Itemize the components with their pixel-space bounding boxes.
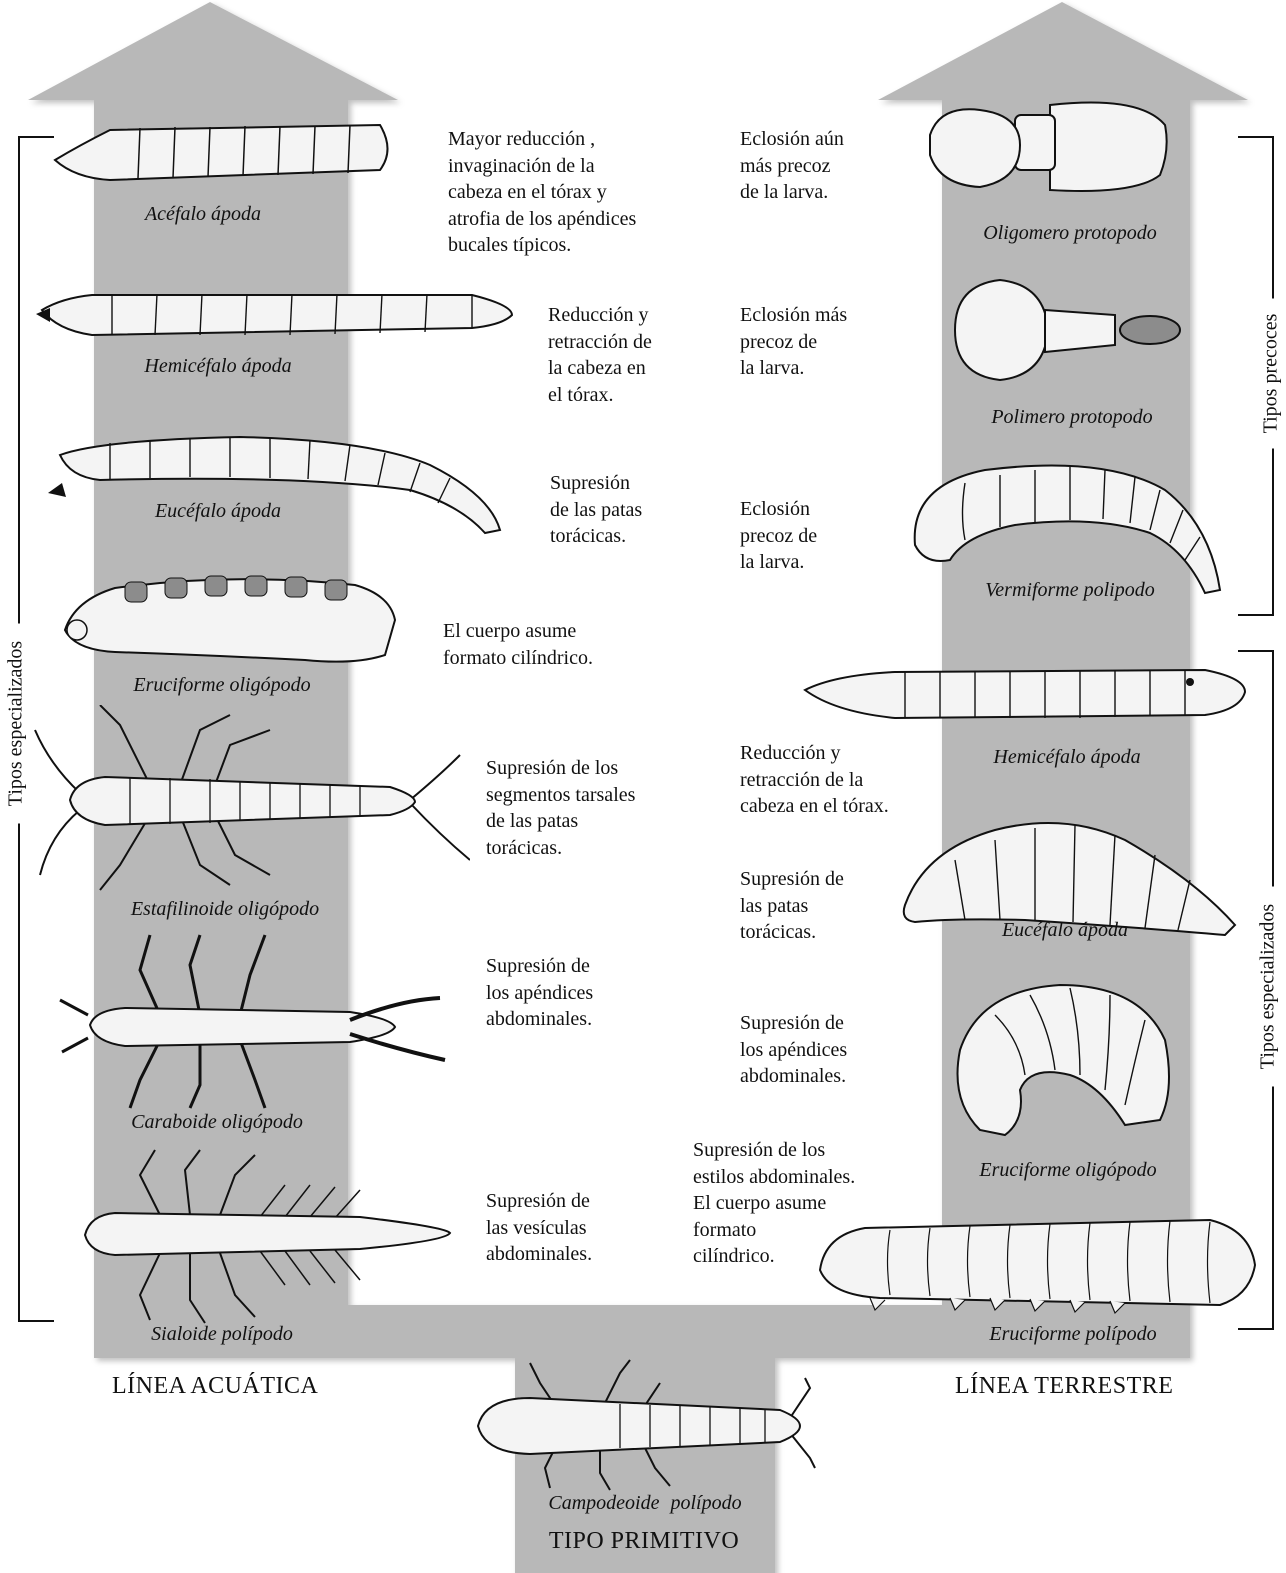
caraboide-oligopodo-larva-drawing (50, 930, 450, 1110)
terrestrial-line-label: LÍNEA TERRESTRE (955, 1373, 1173, 1400)
oligomero-protopodo-larva-drawing (920, 95, 1180, 205)
eruciforme-oligopodo-terrestrial-larva-drawing (950, 980, 1180, 1145)
larva-name-eucefalo-apoda-aquatic: Eucéfalo ápoda (128, 500, 308, 523)
campodeoide-polipodo-larva-drawing (470, 1358, 830, 1493)
sialoide-polipodo-larva-drawing (70, 1145, 460, 1325)
hemicefalo-apoda-aquatic-larva-drawing (32, 280, 522, 350)
estafilinoide-oligopodo-larva-drawing (30, 705, 470, 895)
aquatic-line-label: LÍNEA ACUÁTICA (112, 1373, 318, 1400)
larva-name-sialoide-polipodo: Sialoide polípodo (122, 1323, 322, 1346)
left-bracket-label: Tipos especializados (5, 624, 28, 824)
eruciforme-polipodo-larva-drawing (810, 1210, 1265, 1320)
larva-name-hemicefalo-apoda-terrestrial: Hemicéfalo ápoda (972, 746, 1162, 769)
larva-name-eruciforme-oligopodo-terrestrial: Eruciforme oligópodo (958, 1159, 1178, 1182)
larva-name-estafilinoide-oligopodo: Estafilinoide oligópodo (110, 898, 340, 921)
larva-name-polimero-protopodo: Polimero protopodo (972, 406, 1172, 429)
hemicefalo-apoda-terrestrial-larva-drawing (795, 660, 1255, 730)
larva-name-eruciforme-oligopodo-aquatic: Eruciforme oligópodo (112, 674, 332, 697)
larva-name-acefalo-apoda: Acéfalo ápoda (128, 203, 278, 226)
right-bracket-especializados-label: Tipos especializados (1257, 887, 1280, 1087)
polimero-protopodo-larva-drawing (940, 270, 1190, 390)
larva-name-eruciforme-polipodo: Eruciforme polípodo (968, 1323, 1178, 1346)
primitive-type-label: TIPO PRIMITIVO (544, 1528, 744, 1555)
larva-name-eucefalo-apoda-terrestrial: Eucéfalo ápoda (975, 919, 1155, 942)
larva-name-oligomero-protopodo: Oligomero protopodo (965, 222, 1175, 245)
larva-name-hemicefalo-apoda-aquatic: Hemicéfalo ápoda (118, 355, 318, 378)
right-bracket-precoces-label: Tipos precoces (1260, 299, 1283, 449)
larva-name-vermiforme-polipodo: Vermiforme polipodo (965, 579, 1175, 602)
acefalo-apoda-larva-drawing (50, 110, 400, 190)
eruciforme-oligopodo-aquatic-larva-drawing (55, 560, 405, 670)
larva-name-caraboide-oligopodo: Caraboide oligópodo (112, 1111, 322, 1134)
larva-name-campodeoide-polipodo: Campodeoide polípodo (520, 1492, 770, 1515)
eucefalo-apoda-aquatic-larva-drawing (40, 415, 510, 545)
vermiforme-polipodo-larva-drawing (905, 455, 1225, 595)
